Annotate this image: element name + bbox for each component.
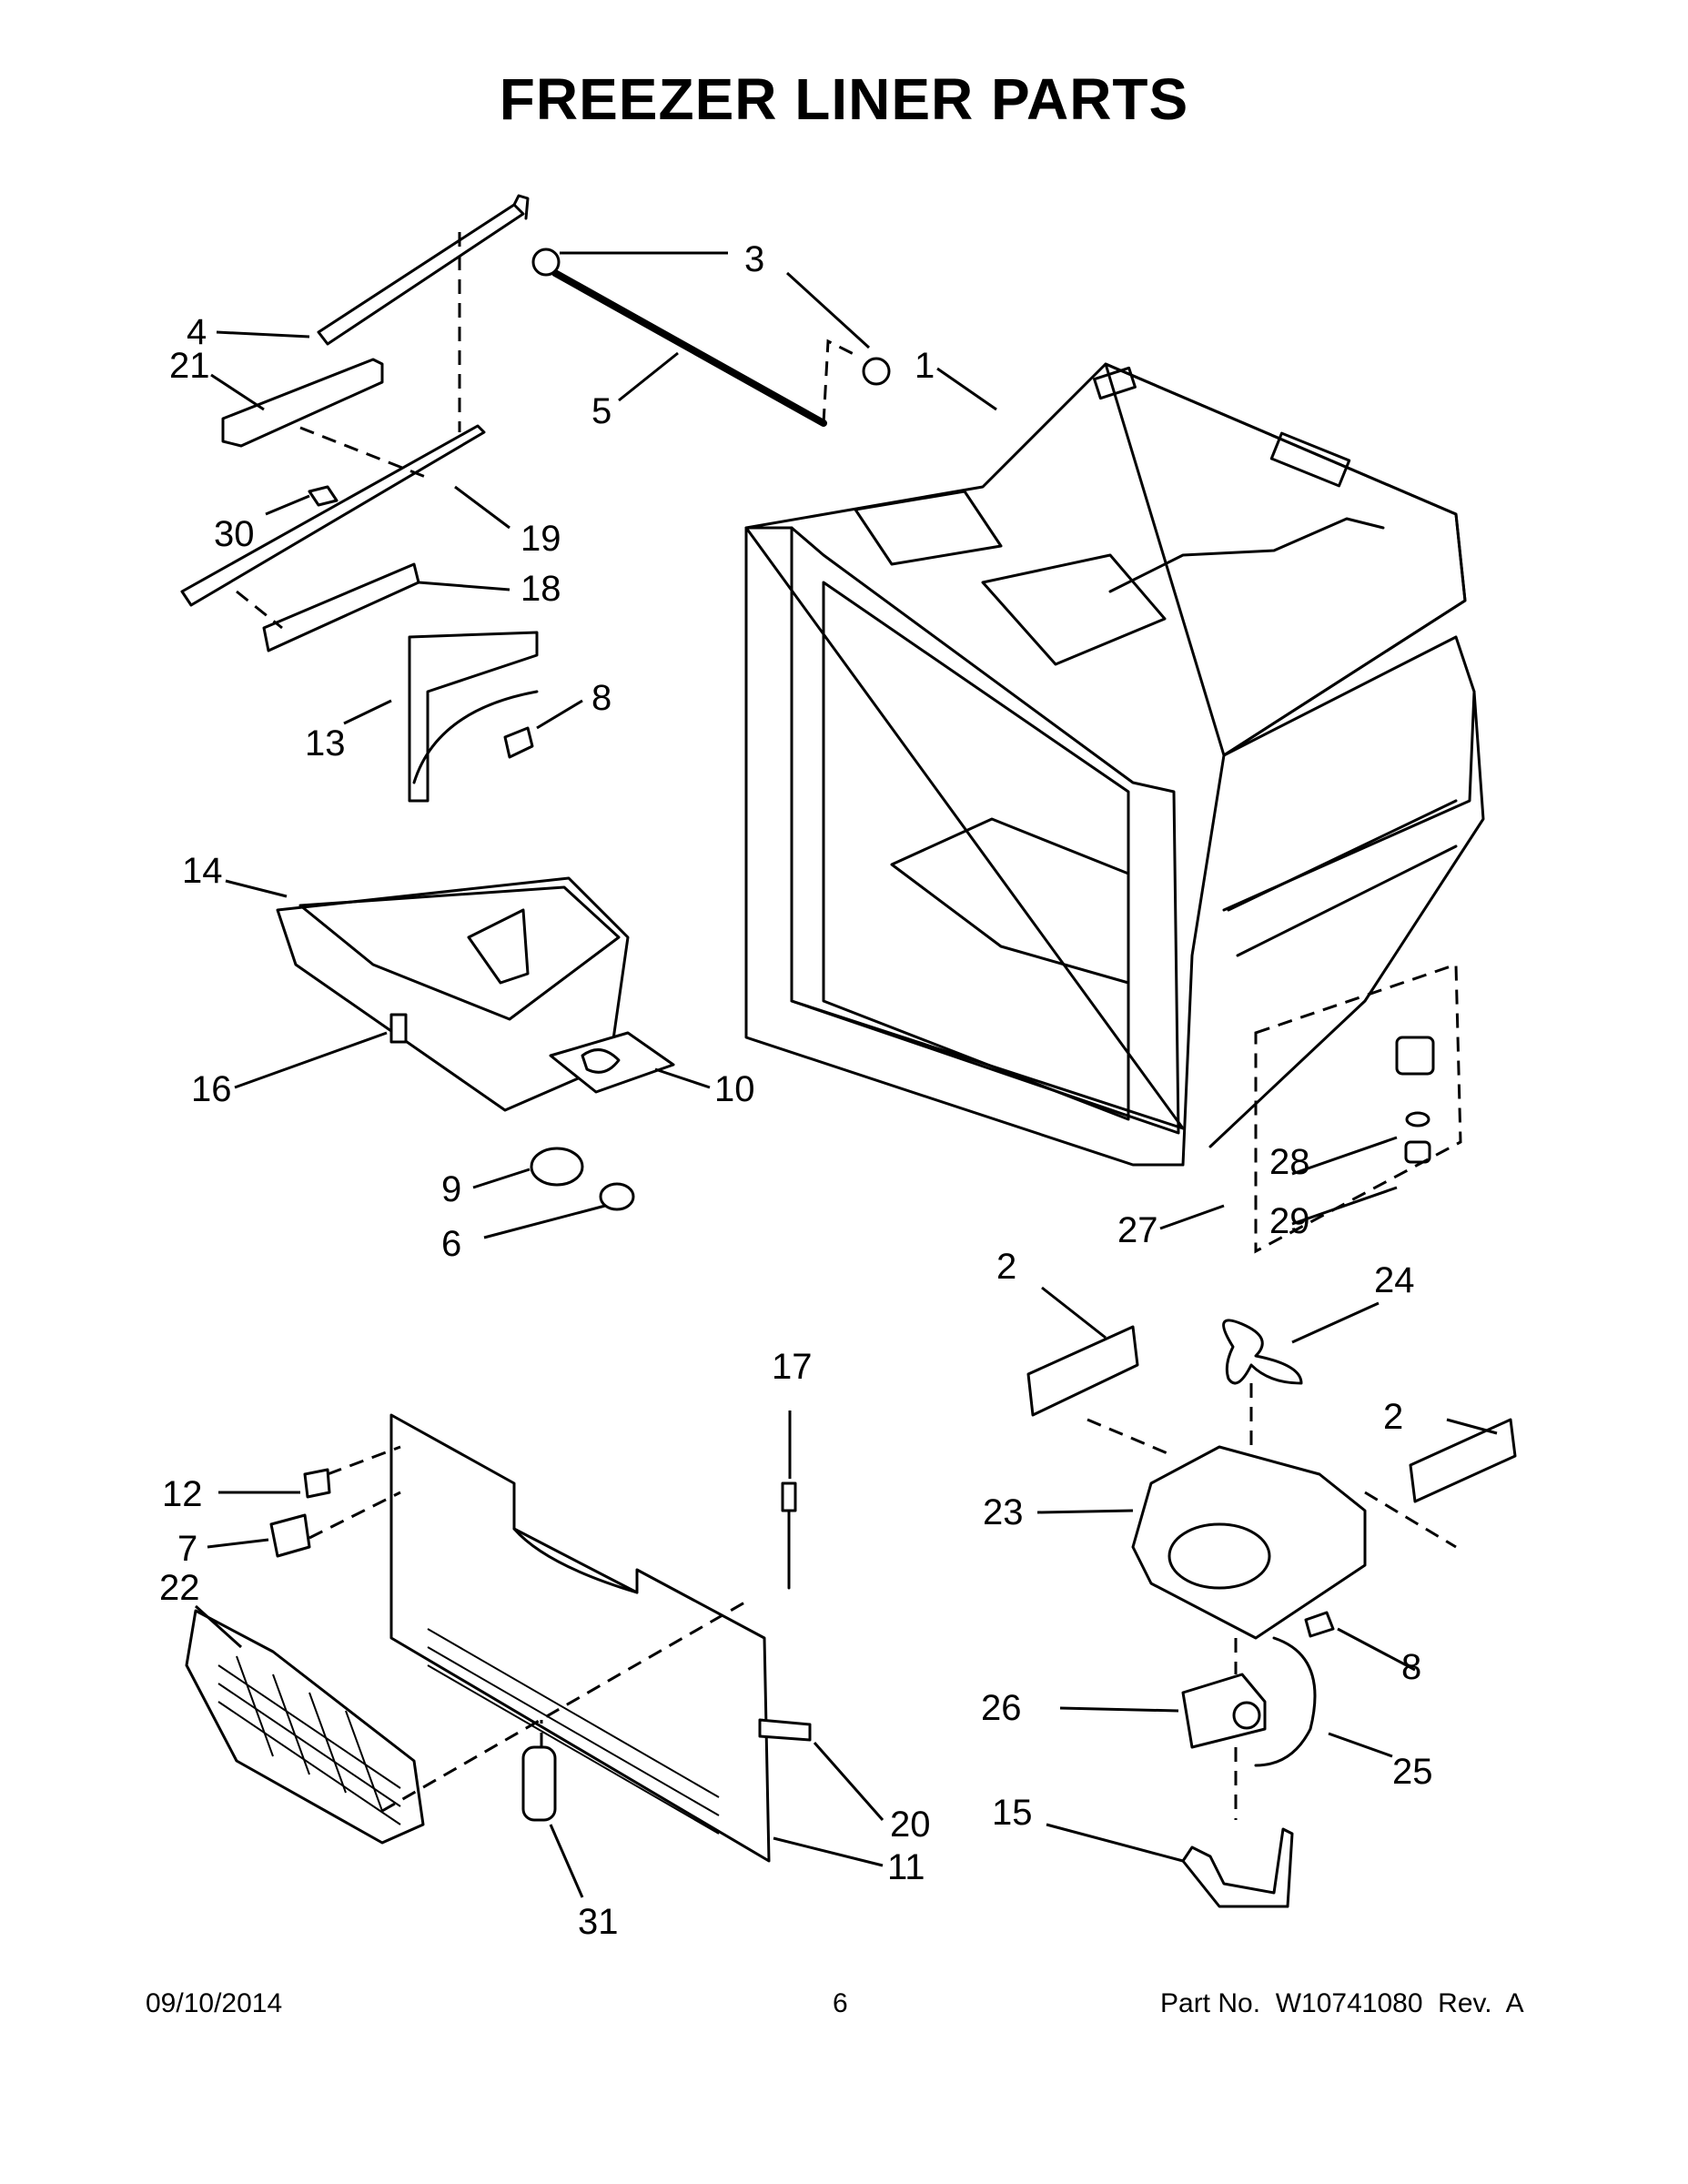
callout-labels: 1 2 2 3 4 5 6 7 8 8 9 10 11 12 13 14 15 … bbox=[159, 239, 1433, 1942]
rear-panel-assembly bbox=[185, 1413, 812, 1863]
callout-7: 7 bbox=[177, 1529, 197, 1569]
callout-9: 9 bbox=[441, 1169, 461, 1209]
callout-27: 27 bbox=[1117, 1210, 1158, 1250]
callout-20: 20 bbox=[890, 1805, 931, 1845]
callout-29: 29 bbox=[1269, 1201, 1310, 1241]
callout-28: 28 bbox=[1269, 1142, 1310, 1182]
callout-3: 3 bbox=[744, 239, 764, 279]
callout-10: 10 bbox=[714, 1069, 755, 1109]
callout-12: 12 bbox=[162, 1474, 203, 1514]
callout-26: 26 bbox=[981, 1688, 1022, 1728]
callout-24: 24 bbox=[1374, 1260, 1415, 1300]
footer-date: 09/10/2014 bbox=[146, 1988, 283, 2018]
callout-1: 1 bbox=[915, 346, 935, 386]
callout-2-right: 2 bbox=[1383, 1397, 1403, 1437]
callout-4: 4 bbox=[187, 312, 207, 352]
fan-motor-assembly bbox=[1026, 962, 1517, 1908]
drawer-shelf bbox=[276, 876, 675, 1112]
callout-6: 6 bbox=[441, 1224, 461, 1264]
callout-17: 17 bbox=[772, 1347, 813, 1387]
callout-16: 16 bbox=[191, 1069, 232, 1109]
callout-11: 11 bbox=[887, 1847, 925, 1887]
callout-5: 5 bbox=[591, 391, 612, 431]
callout-18: 18 bbox=[521, 569, 561, 609]
shaft-and-gears bbox=[531, 248, 891, 427]
page-title: FREEZER LINER PARTS bbox=[499, 66, 1189, 132]
freezer-liner bbox=[744, 362, 1485, 1167]
leader-arrows bbox=[194, 251, 1498, 1898]
callout-15: 15 bbox=[992, 1793, 1033, 1833]
callout-13: 13 bbox=[305, 723, 346, 763]
callout-2-left: 2 bbox=[996, 1247, 1016, 1287]
callout-30: 30 bbox=[214, 514, 255, 554]
callout-8-bottom: 8 bbox=[1401, 1647, 1421, 1687]
callout-31: 31 bbox=[578, 1902, 619, 1942]
callout-21: 21 bbox=[169, 346, 210, 386]
callout-19: 19 bbox=[521, 519, 561, 559]
callout-22: 22 bbox=[159, 1568, 200, 1608]
grille-mesh bbox=[217, 1655, 401, 1825]
callout-23: 23 bbox=[983, 1492, 1024, 1532]
socket-and-clip bbox=[530, 1147, 635, 1211]
callout-25: 25 bbox=[1392, 1752, 1433, 1792]
footer-page-number: 6 bbox=[833, 1988, 848, 2018]
rail-assembly bbox=[180, 194, 539, 803]
callout-14: 14 bbox=[182, 851, 223, 891]
footer-part-number: Part No. W10741080 Rev. A bbox=[1160, 1988, 1524, 2018]
panel-vents bbox=[427, 1628, 720, 1835]
callout-8-top: 8 bbox=[591, 678, 612, 718]
